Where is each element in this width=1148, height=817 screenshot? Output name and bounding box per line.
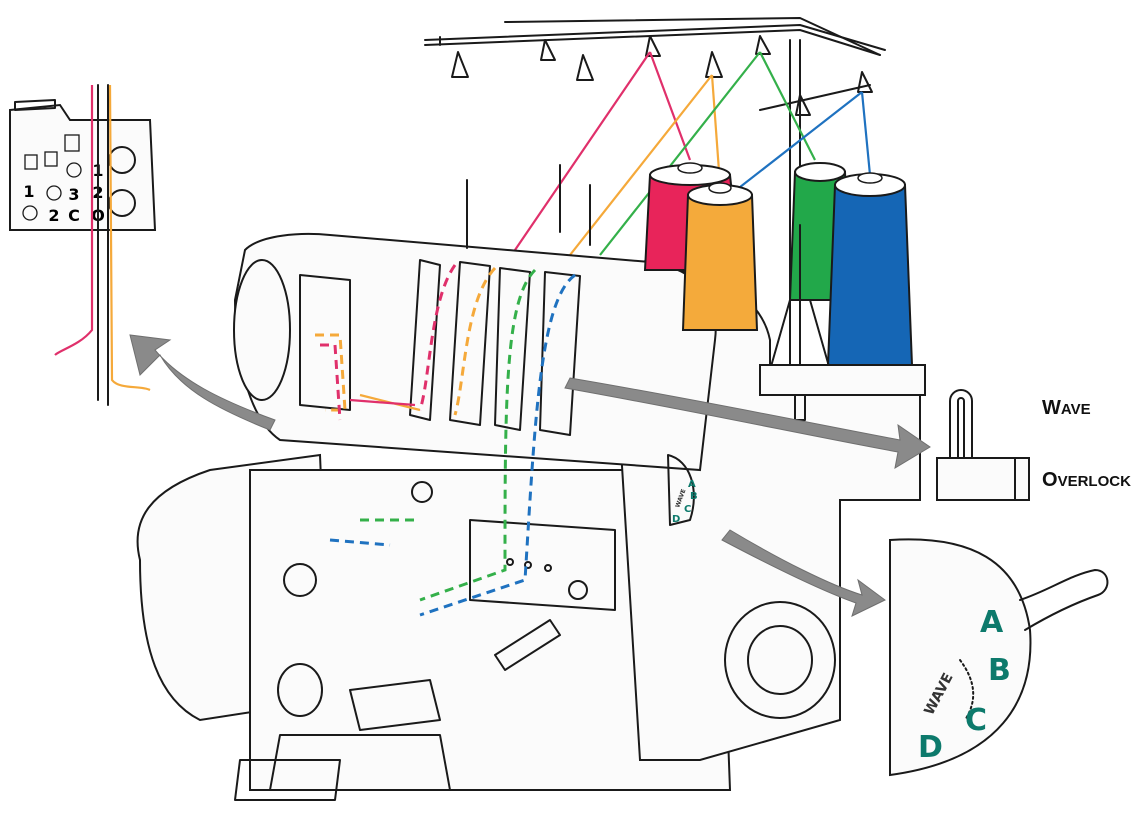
inset-mid-c: C: [68, 206, 80, 225]
inset-left-2: 2: [48, 206, 59, 225]
inset-mid-3: 3: [68, 185, 79, 204]
serger-body: [136, 164, 921, 801]
blue-thread-cone: [826, 172, 914, 366]
dial-letter-a: A: [980, 605, 1004, 640]
callout-arrows: [129, 334, 931, 617]
overlock-label: OVERLOCK: [1042, 469, 1131, 491]
machine-dial-c: C: [684, 504, 691, 515]
machine-dial-a: A: [688, 479, 696, 490]
internal-thread-paths: [315, 264, 576, 617]
stitch-dial-inset: A B C D WAVE: [889, 538, 1109, 777]
inset-left-1: 1: [23, 182, 34, 201]
wave-label: WAVE: [1042, 397, 1091, 419]
dial-letter-d: D: [918, 730, 943, 765]
machine-dial-b: B: [690, 491, 698, 502]
wave-overlock-selector: WAVE OVERLOCK: [936, 389, 1131, 501]
thread-guide-loops: [439, 35, 873, 116]
thread-cones: [643, 162, 926, 421]
dial-letter-b: B: [988, 653, 1011, 688]
needle-plate-inset: 1 2 3 C 1 2 O: [9, 84, 157, 406]
orange-thread-cone: [681, 182, 759, 331]
machine-dial-d: D: [672, 514, 680, 525]
dial-letter-c: C: [965, 703, 987, 738]
thread-stand: [424, 17, 886, 401]
